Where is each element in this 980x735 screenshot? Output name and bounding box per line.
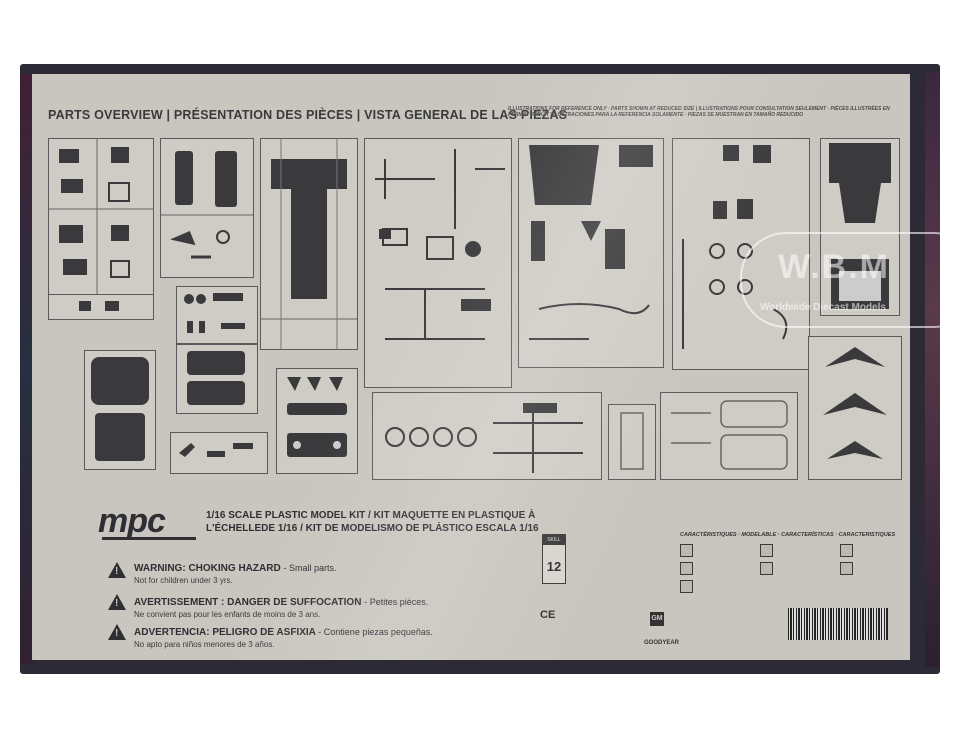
feature-icon bbox=[840, 544, 853, 557]
sprue-wheels-misc bbox=[672, 138, 810, 370]
feature-icon bbox=[840, 562, 853, 575]
features-heading: CARACTÉRISTIQUES · MODELABLE · CARACTERÍ… bbox=[680, 532, 896, 538]
warning-triangle-icon: ! bbox=[108, 562, 126, 578]
warning-fr-sub: Ne convient pas pour les enfants de moin… bbox=[134, 610, 321, 619]
warning-es-sub: No apto para niños menores de 3 años. bbox=[134, 640, 275, 649]
warning-es-title: ADVERTENCIA: bbox=[134, 627, 210, 638]
age-skill-label: SKILL bbox=[543, 535, 565, 545]
warning-es: ADVERTENCIA: PELIGRO DE ASFIXIA - Contie… bbox=[134, 627, 433, 638]
mpc-logo-bar bbox=[102, 537, 196, 540]
scale-description: 1/16 SCALE PLASTIC MODEL KIT / KIT MAQUE… bbox=[206, 509, 539, 535]
warning-triangle-icon: ! bbox=[108, 624, 126, 640]
sprue-clear-small bbox=[608, 404, 656, 480]
sprue-steering-parts bbox=[176, 286, 258, 344]
warning-fr-detail: - Petites pièces. bbox=[364, 597, 429, 607]
sprue-clear-windows bbox=[660, 392, 798, 480]
feature-icon bbox=[680, 562, 693, 575]
sprue-hood-grille bbox=[276, 368, 358, 474]
feature-icon bbox=[680, 544, 693, 557]
warning-triangle-icon: ! bbox=[108, 594, 126, 610]
warning-en-title: WARNING: bbox=[134, 563, 186, 574]
warning-es-text: PELIGRO DE ASFIXIA bbox=[212, 627, 316, 638]
watermark-subtext: Worldwide Diecast Models bbox=[760, 302, 886, 313]
watermark-text: W.B.M bbox=[778, 248, 890, 286]
scale-line-2: L'ÉCHELLEDE 1/16 / KIT DE MODELISMO DE P… bbox=[206, 523, 539, 534]
sprue-tires-chassis bbox=[372, 392, 602, 480]
parts-overview-heading: PARTS OVERVIEW | PRÉSENTATION DES PIÈCES… bbox=[48, 108, 568, 122]
warning-fr-title: AVERTISSEMENT : bbox=[134, 597, 225, 608]
sprue-brackets bbox=[170, 432, 268, 474]
gm-logo: GM bbox=[650, 612, 664, 626]
warning-en-sub: Not for children under 3 yrs. bbox=[134, 576, 233, 585]
feature-icon bbox=[760, 562, 773, 575]
age-skill-badge: SKILL 12 bbox=[542, 534, 566, 584]
feature-icon bbox=[680, 580, 693, 593]
sprue-body-shell bbox=[820, 138, 900, 316]
warning-es-detail: - Contiene piezas pequeñas. bbox=[318, 627, 433, 637]
sprue-decal-sheet bbox=[808, 336, 902, 480]
sprue-window-parts bbox=[48, 138, 154, 296]
sprue-frame-suspension bbox=[364, 138, 512, 388]
mpc-logo: mpc bbox=[98, 502, 166, 540]
age-skill-value: 12 bbox=[546, 559, 562, 574]
warning-en-detail: - Small parts. bbox=[283, 563, 337, 573]
sprue-small-parts bbox=[48, 294, 154, 320]
barcode bbox=[788, 608, 888, 640]
warning-en: WARNING: CHOKING HAZARD - Small parts. bbox=[134, 563, 336, 574]
watermark-ring bbox=[740, 232, 980, 328]
sprue-engine bbox=[518, 138, 664, 368]
feature-icon bbox=[760, 544, 773, 557]
warning-fr: AVERTISSEMENT : DANGER DE SUFFOCATION - … bbox=[134, 597, 428, 608]
sprue-door-panels bbox=[160, 138, 254, 278]
warning-fr-text: DANGER DE SUFFOCATION bbox=[227, 597, 362, 608]
goodyear-logo: GOODYEAR bbox=[644, 640, 680, 646]
warning-en-text: CHOKING HAZARD bbox=[188, 563, 281, 574]
illustration-note: ILLUSTRATIONS FOR REFERENCE ONLY · PARTS… bbox=[508, 106, 890, 118]
ce-mark: CE bbox=[540, 609, 556, 621]
scale-line-1: 1/16 SCALE PLASTIC MODEL KIT / KIT MAQUE… bbox=[206, 510, 536, 521]
sprue-seat bbox=[84, 350, 156, 470]
sprue-seat-backs bbox=[176, 344, 258, 414]
sprue-interior-tub bbox=[260, 138, 358, 350]
